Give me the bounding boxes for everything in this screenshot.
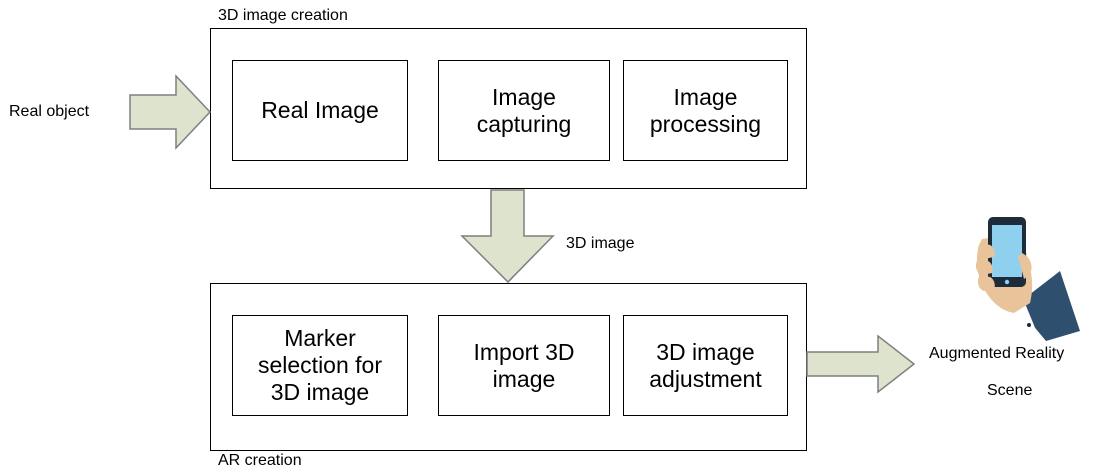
input-label: Real object bbox=[9, 103, 90, 120]
output-label-line-2: Scene bbox=[987, 382, 1033, 399]
block-image-capturing: Image capturing bbox=[438, 60, 610, 161]
block-3d-image-adjustment: 3D image adjustment bbox=[623, 315, 788, 416]
output-label-line-1: Augmented Reality bbox=[929, 345, 1065, 362]
top-group-container: Real Image Image capturing Image process… bbox=[210, 28, 807, 189]
block-import-3d-image: Import 3D image bbox=[438, 315, 610, 416]
block-marker-selection: Marker selection for 3D image bbox=[232, 315, 408, 416]
top-group-title: 3D image creation bbox=[218, 7, 348, 24]
input-arrow bbox=[129, 74, 212, 150]
block-real-image: Real Image bbox=[232, 60, 408, 161]
bottom-group-container: Marker selection for 3D image Import 3D … bbox=[210, 283, 807, 451]
output-arrow bbox=[806, 334, 916, 394]
hand-holding-phone-icon bbox=[975, 217, 1080, 341]
block-image-processing: Image processing bbox=[623, 60, 788, 161]
bottom-group-title: AR creation bbox=[218, 452, 302, 469]
connector-label: 3D image bbox=[566, 235, 635, 252]
down-arrow bbox=[460, 189, 555, 284]
